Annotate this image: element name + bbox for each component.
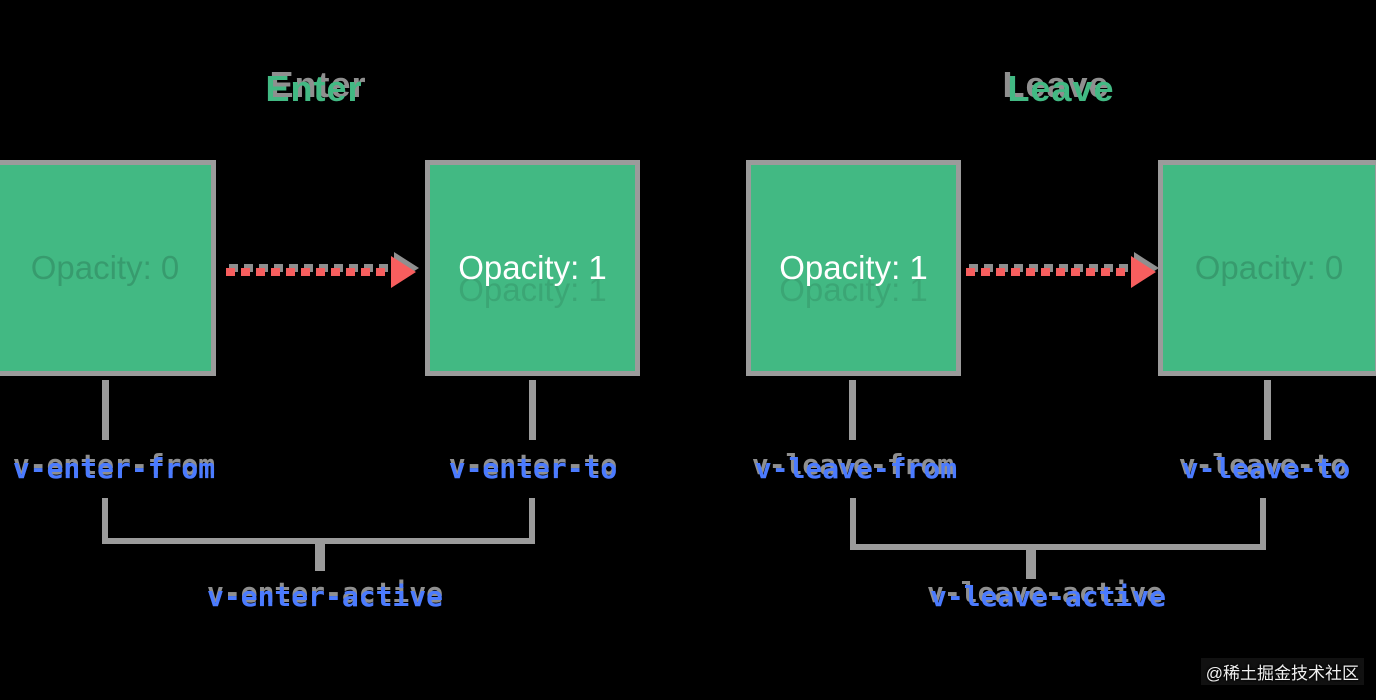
leave-bracket-horizontal-line [850,544,1266,550]
leave-bracket-left-line [850,498,856,550]
leave-section-title: Leave [1007,68,1115,109]
enter-bracket-center-tick [315,544,325,571]
enter-transition-arrow [226,254,416,290]
enter-bracket-right-line [529,498,535,544]
leave-transition-arrow [966,254,1156,290]
leave-start-box-label: Opacity: 1 [779,249,928,286]
enter-section-title: Enter [265,68,363,109]
enter-bracket-horizontal-line [102,538,535,544]
v-leave-from-label: v-leave-from [754,452,958,485]
enter-end-box: Opacity: 1 [425,160,640,376]
leave-bracket-right-line [1260,498,1266,550]
v-enter-from-label: v-enter-from [12,452,216,485]
leave-to-connector-line [1264,380,1271,440]
enter-start-box-label: Opacity: 0 [30,249,180,286]
juejin-watermark: @稀土掘金技术社区 [1200,658,1364,685]
dashed-line [226,268,396,276]
v-enter-active-label: v-enter-active [206,580,444,613]
leave-end-box: Opacity: 0 [1158,160,1376,376]
arrowhead-icon [1131,256,1156,288]
v-leave-active-label: v-leave-active [929,580,1167,613]
arrowhead-icon [391,256,416,288]
enter-end-box-label: Opacity: 1 [458,249,607,286]
dashed-line [966,268,1136,276]
enter-from-connector-line [102,380,109,440]
enter-bracket-left-line [102,498,108,544]
v-leave-to-label: v-leave-to [1181,452,1351,485]
leave-from-connector-line [849,380,856,440]
v-enter-to-label: v-enter-to [448,452,618,485]
leave-end-box-label: Opacity: 0 [1194,249,1344,286]
leave-bracket-center-tick [1026,550,1036,579]
enter-to-connector-line [529,380,536,440]
enter-start-box: Opacity: 0 [0,160,216,376]
leave-start-box: Opacity: 1 [746,160,961,376]
